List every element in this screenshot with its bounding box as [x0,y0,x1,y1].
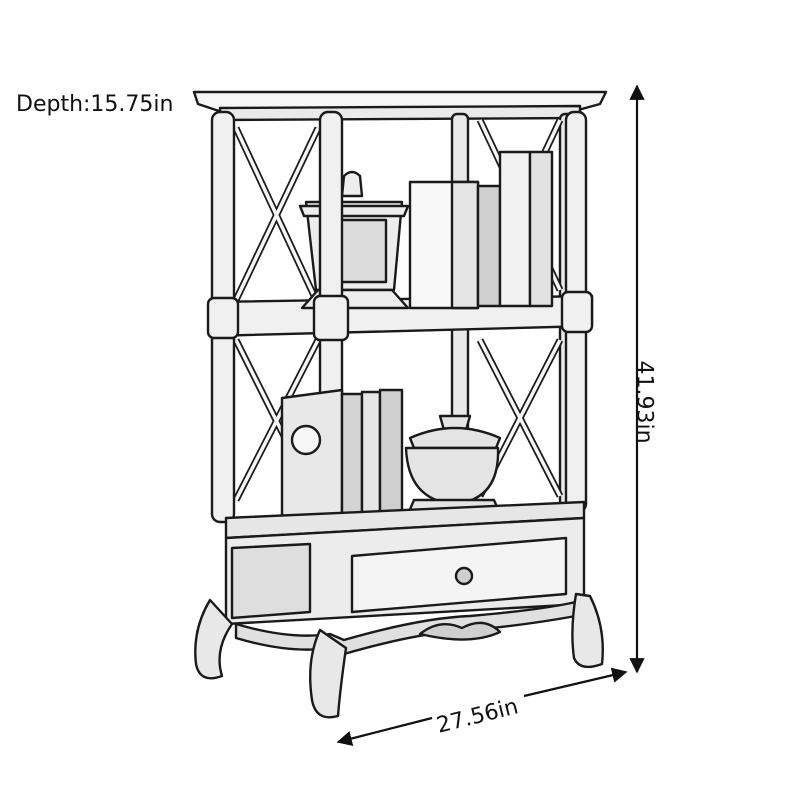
leg-front-right [571,592,604,669]
decorative-jar-upper [298,170,410,310]
cabinet-side-panel [230,542,312,620]
top-apron [218,104,582,122]
books-lower-shelf [280,388,404,530]
leg-front-center [309,628,348,719]
books-upper-shelf [408,150,554,310]
decorative-jar-lower [404,414,502,516]
bookshelf [192,90,608,719]
height-label: 41.93in [631,360,657,444]
leg-front-left [194,598,234,680]
front-left-post [206,110,240,524]
apron-ornament [418,621,502,641]
knob-icon[interactable] [454,566,474,586]
width-dimension-segment-right [523,667,628,698]
width-dimension-segment-left [336,716,433,747]
depth-label: Depth:15.75in [16,92,174,117]
front-right-post [560,110,594,514]
